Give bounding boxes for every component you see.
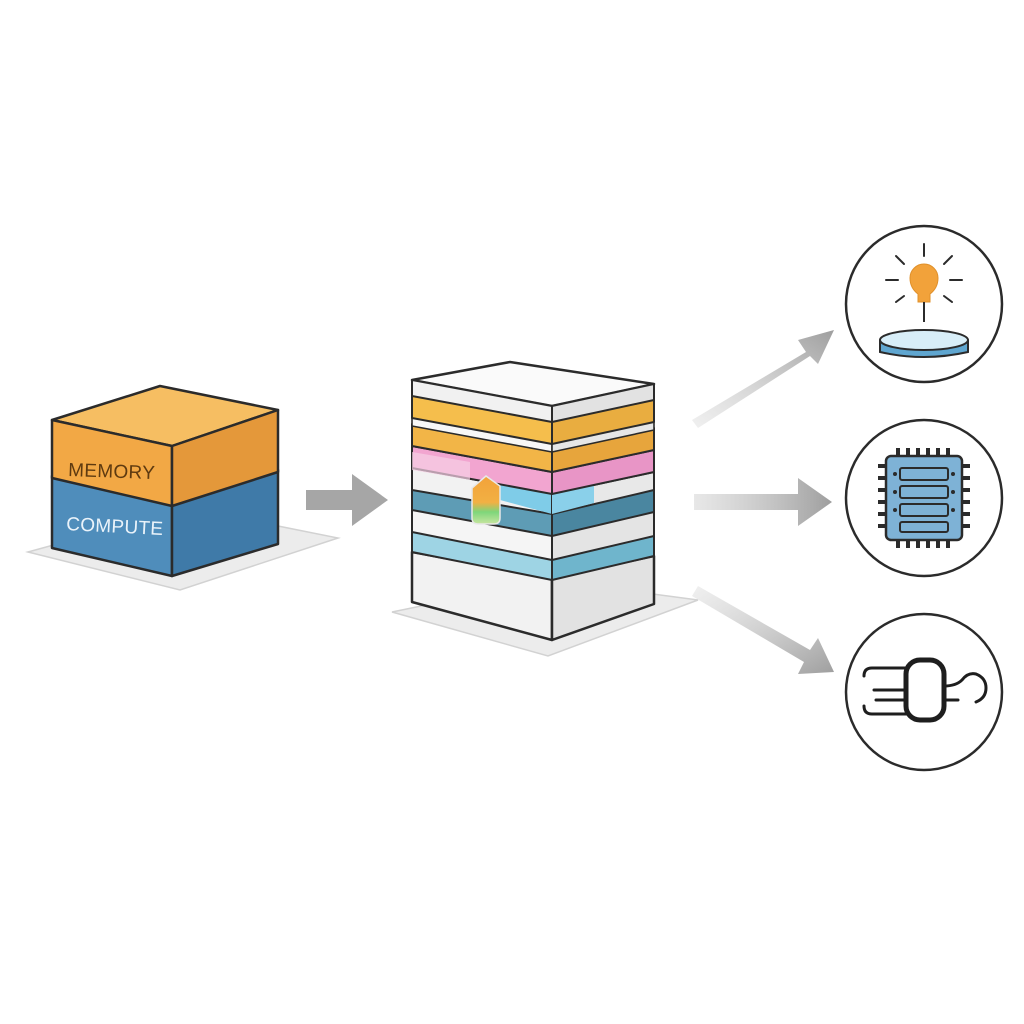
microchip-icon bbox=[878, 448, 970, 548]
arrow-to-coupler bbox=[692, 586, 834, 674]
arrow-to-layered-stack bbox=[306, 474, 388, 526]
memory-block bbox=[50, 384, 280, 508]
embedded-capsule-icon bbox=[471, 475, 501, 525]
chip-circle bbox=[844, 418, 1004, 578]
compute-label: COMPUTE bbox=[66, 514, 164, 540]
lightbulb-circle bbox=[844, 224, 1004, 384]
lightbulb-icon bbox=[885, 243, 963, 322]
coupler-link-icon bbox=[862, 657, 988, 723]
layer-top bbox=[410, 360, 656, 423]
arrow-to-chip bbox=[694, 478, 832, 526]
memory-label: MEMORY bbox=[68, 460, 156, 484]
coupler-circle bbox=[844, 612, 1004, 772]
source-stack: MEMORY COMPUTE bbox=[25, 384, 341, 591]
disc-icon bbox=[879, 329, 969, 358]
arrow-to-lightbulb bbox=[692, 330, 834, 428]
layered-stack bbox=[391, 360, 699, 657]
